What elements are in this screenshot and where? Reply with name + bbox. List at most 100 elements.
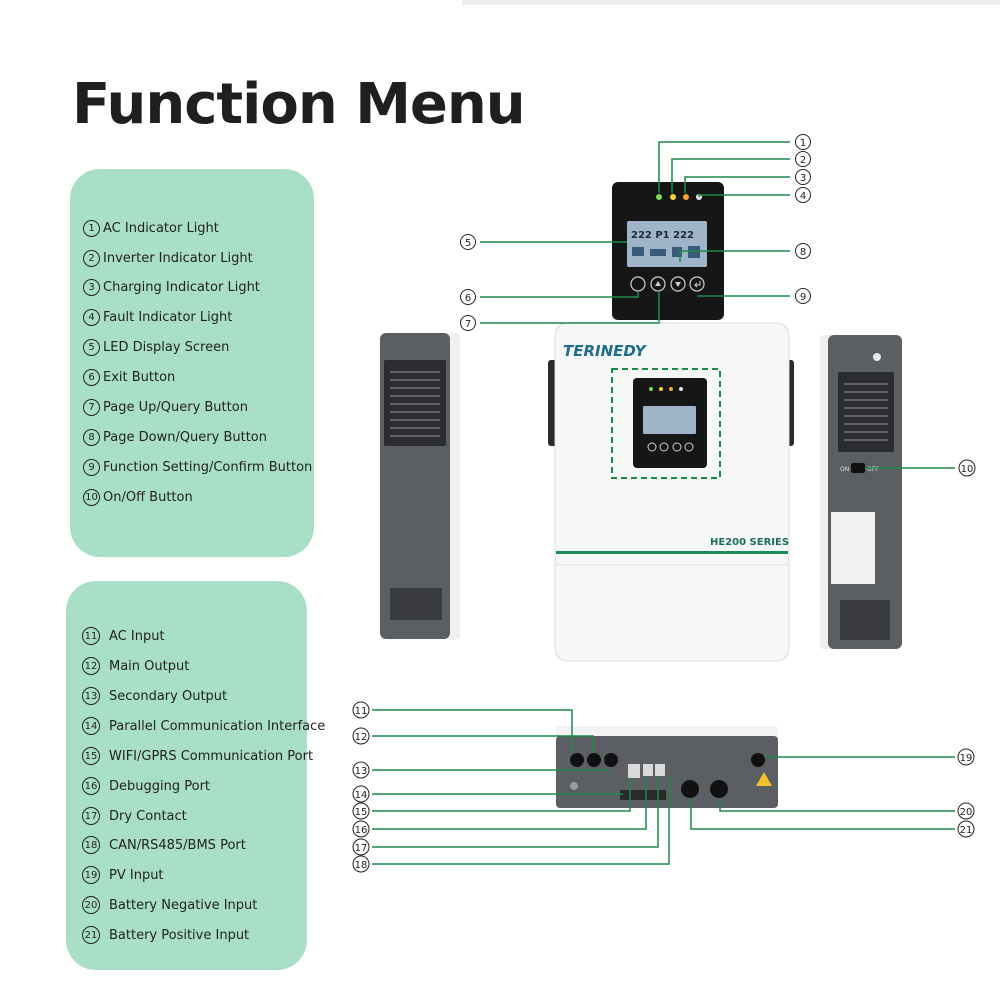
callout-badge <box>957 748 975 766</box>
battery-positive-port <box>710 780 728 798</box>
callout-badge <box>352 855 370 873</box>
callout-number: 1 <box>800 138 806 149</box>
lcd-segment <box>650 249 666 256</box>
legend-label: Parallel Communication Interface <box>109 718 326 734</box>
callout-number: 13 <box>355 766 368 777</box>
legend-item: 8 Page Down/Query Button <box>83 429 267 446</box>
callout-badge <box>460 289 476 305</box>
callout-lines <box>372 141 955 865</box>
main-output-port <box>587 753 601 767</box>
callout-badge <box>352 761 370 779</box>
legend-item: 17 Dry Contact <box>82 807 187 825</box>
callout-number: 3 <box>800 173 806 184</box>
legend-label: PV Input <box>109 867 164 883</box>
inverter-indicator-icon <box>670 194 676 200</box>
callout-number: 15 <box>355 807 368 818</box>
left-side-view <box>380 333 460 639</box>
legend-label: Inverter Indicator Light <box>103 251 253 266</box>
legend-number: 20 <box>82 896 100 914</box>
top-divider-bar <box>462 0 1000 5</box>
legend-item: 15 WIFI/GPRS Communication Port <box>82 747 313 765</box>
callout-badge <box>352 838 370 856</box>
legend-number: 1 <box>83 220 100 237</box>
switch-on-label: ON <box>840 466 849 473</box>
legend-label: Secondary Output <box>109 688 228 704</box>
legend-item: 5 LED Display Screen <box>83 339 229 356</box>
legend-label: AC Indicator Light <box>103 221 219 236</box>
callout-badge <box>352 701 370 719</box>
callout-badge <box>352 802 370 820</box>
legend-number: 10 <box>83 489 100 506</box>
callout-badge <box>352 820 370 838</box>
legend-number: 13 <box>82 687 100 705</box>
legend-item: 11 AC Input <box>82 627 165 645</box>
enter-icon <box>694 281 701 288</box>
legend-number: 15 <box>82 747 100 765</box>
arrow-up-icon <box>655 281 661 286</box>
bottom-legend-panel: 11 AC Input 12 Main Output 13 Secondary … <box>66 581 325 970</box>
control-panel-closeup: 222 P1 222 <box>612 182 724 320</box>
legend-label: Debugging Port <box>109 778 211 794</box>
callout-number: 7 <box>465 319 471 330</box>
legend-number: 9 <box>83 459 100 476</box>
callout-badges: 1 2 3 4 5 8 6 9 7 10 11 12 13 14 15 16 1… <box>352 134 976 873</box>
legend-label: Battery Positive Input <box>109 927 250 943</box>
legend-number: 12 <box>82 657 100 675</box>
callout-number: 4 <box>800 191 806 202</box>
on-off-switch[interactable] <box>851 463 865 473</box>
legend-label: Function Setting/Confirm Button <box>103 460 313 475</box>
legend-number: 21 <box>82 926 100 944</box>
callout-badge <box>795 134 811 150</box>
lcd-segment <box>632 247 644 256</box>
legend-item: 14 Parallel Communication Interface <box>82 717 325 735</box>
legend-label: Battery Negative Input <box>109 897 258 913</box>
page-down-button[interactable] <box>670 276 686 292</box>
charging-indicator-icon <box>683 194 689 200</box>
legend-item: 20 Battery Negative Input <box>82 896 257 914</box>
legend-label: Fault Indicator Light <box>103 310 233 325</box>
confirm-button[interactable] <box>689 276 705 292</box>
pv-input-port <box>751 753 765 767</box>
page-up-button[interactable] <box>650 276 666 292</box>
callout-number: 17 <box>355 843 368 854</box>
switch-off-label: OFF <box>867 466 879 473</box>
legend-number: 3 <box>83 279 100 296</box>
legend-label: WIFI/GPRS Communication Port <box>109 748 314 764</box>
brand-logo: TERINEDY <box>563 342 648 360</box>
callout-badge <box>795 169 811 185</box>
callout-number: 21 <box>960 825 973 836</box>
warning-icon <box>756 772 772 786</box>
legend-number: 17 <box>82 807 100 825</box>
callout-number: 9 <box>800 292 806 303</box>
legend-label: Main Output <box>109 658 190 674</box>
callout-badge <box>460 234 476 250</box>
legend-label: Dry Contact <box>109 808 187 824</box>
callout-badge <box>795 151 811 167</box>
front-legend-panel: 1 AC Indicator Light 2 Inverter Indicato… <box>70 169 314 557</box>
lcd-readout: 222 P1 222 <box>631 230 694 241</box>
callout-badge <box>795 243 811 259</box>
callout-number: 12 <box>355 732 368 743</box>
callout-number: 14 <box>355 790 368 801</box>
legend-number: 8 <box>83 429 100 446</box>
accent-stripe <box>556 551 788 554</box>
legend-number: 19 <box>82 866 100 884</box>
callout-number: 16 <box>355 825 368 836</box>
legend-item: 21 Battery Positive Input <box>82 926 249 944</box>
legend-item: 19 PV Input <box>82 866 164 884</box>
series-label: HE200 SERIES <box>710 537 789 548</box>
legend-label: Page Down/Query Button <box>103 430 268 445</box>
legend-item: 16 Debugging Port <box>82 777 210 795</box>
ac-indicator-icon <box>656 194 662 200</box>
legend-item: 3 Charging Indicator Light <box>83 279 260 296</box>
callout-badge <box>957 802 975 820</box>
legend-label: AC Input <box>109 628 165 644</box>
legend-label: LED Display Screen <box>103 340 230 355</box>
legend-number: 16 <box>82 777 100 795</box>
legend-item: 12 Main Output <box>82 657 189 675</box>
lcd-screen <box>627 221 707 267</box>
legend-label: On/Off Button <box>103 490 193 505</box>
right-side-view: ON OFF <box>820 335 902 649</box>
legend-number: 18 <box>82 836 100 854</box>
